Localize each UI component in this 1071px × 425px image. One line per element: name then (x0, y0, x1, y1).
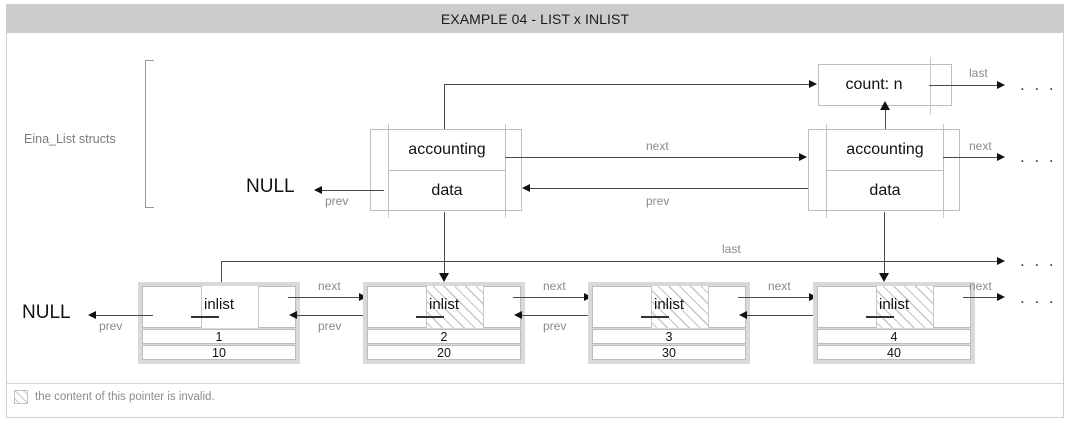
struct1-prev-arrowhead (314, 185, 322, 194)
struct1-data-pointer-line (444, 212, 445, 276)
right-accounting-to-count-arrowhead (880, 101, 890, 110)
eina-list-node-2-accounting: accounting (826, 129, 944, 170)
inlist-next-line-4 (963, 297, 999, 298)
page-title: EXAMPLE 04 - LIST x INLIST (440, 11, 630, 27)
inlist-node-4-tick (866, 316, 894, 318)
struct2-next-line (943, 157, 999, 158)
struct2-data-pointer-arrowhead (879, 273, 889, 282)
inlist-next-line-1 (288, 297, 361, 298)
inlist-node-1-pointer-row: inlist (142, 286, 296, 328)
inlist-prev-line-1 (296, 315, 368, 316)
inlist-prev-arrowhead-3 (739, 310, 747, 319)
inlist-last-hline (221, 261, 999, 262)
struct-prev-line (530, 188, 812, 189)
inlist-node-4: inlist 4 40 (813, 282, 975, 364)
inlist-next-label-1: next (318, 279, 341, 293)
accounting-to-count-vline (444, 84, 445, 134)
inlist-node-1-pointer-cell (201, 286, 259, 328)
inlist-node-2-value-b: 20 (367, 345, 521, 360)
inlist-prev-line-3 (746, 315, 818, 316)
struct2-next-ellipsis: . . . (1020, 147, 1057, 166)
inlist-node-3-value-b: 30 (592, 345, 746, 360)
inlist-next-line-2 (513, 297, 586, 298)
struct2-next-arrowhead (997, 152, 1005, 161)
struct-next-arrowhead (799, 152, 807, 161)
legend-divider (7, 383, 1063, 384)
count-box-divider (930, 57, 931, 115)
inlist-node-1-prev-label: prev (99, 319, 123, 333)
inlist-node-1-value-b: 10 (142, 345, 296, 360)
struct-next-label: next (646, 139, 669, 153)
null-label-bottom: NULL (22, 302, 71, 323)
eina-list-node-2-data: data (826, 170, 944, 211)
eina-list-structs-label: Eina_List structs (24, 132, 116, 146)
struct1-data-pointer-arrowhead (439, 273, 449, 282)
inlist-last-arrowhead (997, 256, 1005, 265)
inlist-node-3: inlist 3 30 (588, 282, 750, 364)
inlist-node-3-value-a: 3 (592, 329, 746, 344)
legend-text: the content of this pointer is invalid. (35, 391, 215, 403)
hatched-pattern-swatch-icon (14, 390, 28, 404)
struct1-prev-line (322, 190, 384, 191)
count-last-label: last (969, 66, 988, 80)
count-last-ellipsis: . . . (1020, 75, 1057, 94)
struct2-data-pointer-line (884, 212, 885, 276)
eina-list-node-2: accounting data (808, 124, 960, 218)
inlist-node-3-pointer-cell-invalid (651, 286, 709, 328)
eina-list-bracket (145, 60, 154, 208)
eina-list-node-1: accounting data (370, 124, 522, 218)
inlist-node-3-pointer-row: inlist (592, 286, 746, 328)
inlist-prev-arrowhead-1 (289, 310, 297, 319)
inlist-node-4-pointer-row: inlist (817, 286, 971, 328)
inlist-node-1-prev-line (95, 315, 153, 316)
inlist-node-2-tick (416, 316, 444, 318)
inlist-prev-line-2 (521, 315, 593, 316)
inlist-node-1-prev-arrowhead (88, 310, 96, 319)
inlist-last-ellipsis: . . . (1020, 251, 1057, 270)
inlist-next-arrowhead-4 (997, 292, 1005, 301)
inlist-prev-label-1: prev (318, 319, 342, 333)
inlist-node-1-tick (191, 316, 219, 318)
inlist-last-label: last (722, 242, 741, 256)
count-box-label: count: n (845, 76, 903, 93)
count-last-line (929, 85, 999, 86)
struct2-prev-label: prev (646, 194, 670, 208)
struct-prev-arrowhead (522, 183, 530, 192)
inlist-next-label-2: next (543, 279, 566, 293)
accounting-to-count-arrowhead (809, 79, 817, 88)
right-accounting-to-count-vline (885, 106, 886, 134)
inlist-prev-arrowhead-2 (514, 310, 522, 319)
inlist-node-1: inlist 1 10 (138, 282, 300, 364)
inlist-node-4-value-b: 40 (817, 345, 971, 360)
inlist-node-2-pointer-row: inlist (367, 286, 521, 328)
null-label-top: NULL (246, 176, 295, 197)
struct-next-line (505, 157, 801, 158)
accounting-to-count-hline (444, 84, 810, 85)
inlist-last-vline (221, 261, 222, 288)
struct2-next-label: next (969, 139, 992, 153)
inlist-node-2-pointer-cell-invalid (426, 286, 484, 328)
legend: the content of this pointer is invalid. (14, 390, 215, 404)
inlist-next-label-3: next (768, 279, 791, 293)
inlist-node-2: inlist 2 20 (363, 282, 525, 364)
inlist-tail-ellipsis: . . . (1020, 288, 1057, 307)
eina-list-node-1-data: data (388, 170, 506, 211)
inlist-node-3-tick (641, 316, 669, 318)
inlist-node-2-value-a: 2 (367, 329, 521, 344)
inlist-node-4-value-a: 4 (817, 329, 971, 344)
inlist-next-label-4: next (969, 279, 992, 293)
count-last-arrowhead (997, 80, 1005, 89)
inlist-node-4-pointer-cell-invalid (876, 286, 934, 328)
inlist-prev-label-2: prev (543, 319, 567, 333)
inlist-node-1-value-a: 1 (142, 329, 296, 344)
struct1-prev-label: prev (325, 194, 349, 208)
eina-list-node-1-accounting: accounting (388, 129, 506, 170)
title-bar: EXAMPLE 04 - LIST x INLIST (7, 5, 1063, 33)
inlist-next-line-3 (738, 297, 811, 298)
count-box: count: n (818, 57, 952, 115)
